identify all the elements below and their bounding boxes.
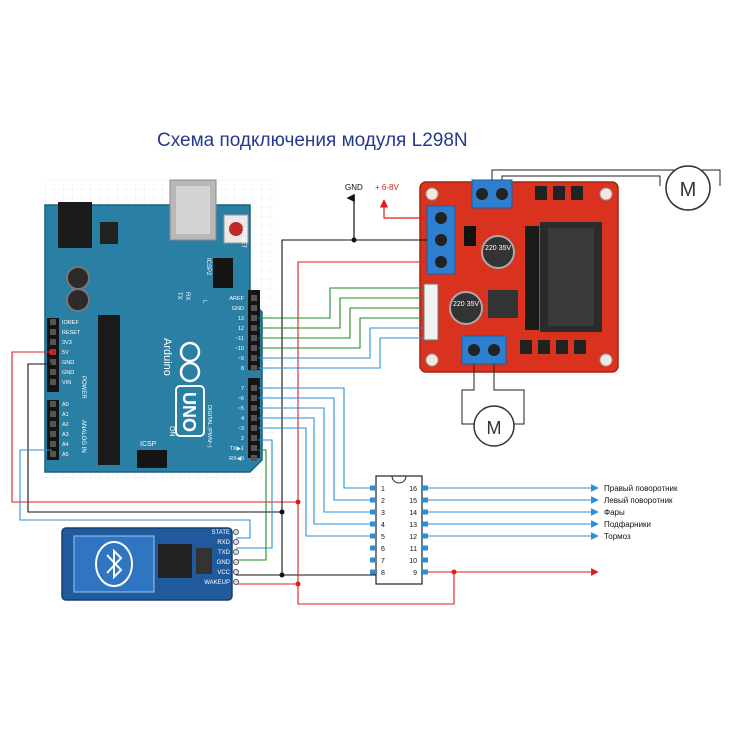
bt-pin-label: WAKEUP [204, 580, 230, 586]
cap1-label: 220 35V [485, 245, 511, 252]
bluetooth-module: STATE RXD TXD GND VCC WAKEUP [61, 527, 239, 601]
digital-label: DIGITAL (PWM~) [206, 405, 212, 448]
reset-label: RESET [240, 228, 246, 248]
on-label: ON [168, 426, 175, 437]
reset-button-icon [229, 222, 243, 236]
power-pin-label: IOREF [62, 320, 79, 326]
motor-b-label: M [487, 418, 502, 438]
chip-pin-label: 5 [381, 534, 385, 541]
analog-pin-label: A0 [62, 402, 69, 408]
digital-pin-label: GND [232, 306, 244, 312]
chip-pin-label: 12 [409, 534, 417, 541]
power-jack [58, 202, 92, 248]
digital-pin-label: ~3 [238, 426, 244, 432]
digital-pin-label: 7 [241, 386, 244, 392]
power-pin-label: 5V [62, 350, 69, 356]
bt-pin-label: RXD [217, 540, 230, 546]
l-label: L [201, 300, 207, 304]
power-pin-label: RESET [62, 330, 81, 336]
chip-pin-label: 2 [381, 498, 385, 505]
digital-pin-label: AREF [229, 296, 244, 302]
digital-pin-label: 2 [241, 436, 244, 442]
output-label: Подфарники [604, 520, 651, 529]
output-label: Тормоз [604, 532, 631, 541]
digital-pin-label: 4 [241, 416, 244, 422]
digital-pin-label: RX◀0 [229, 456, 244, 462]
output-label: Правый поворотник [604, 484, 678, 493]
bluetooth-icon [95, 541, 133, 587]
l298n-module: 220 35V 220 35V [419, 179, 619, 373]
cap2-label: 220 35V [453, 301, 479, 308]
atmega-chip [98, 315, 120, 465]
digital-pin-label: ~5 [238, 406, 244, 412]
chip-pin-label: 3 [381, 510, 385, 517]
icsp-label: ICSP [140, 441, 157, 448]
bt-pin-label: GND [217, 560, 231, 566]
chip-pin-label: 14 [409, 510, 417, 517]
chip-pin-label: 7 [381, 558, 385, 565]
arduino-model: UNO [179, 392, 199, 432]
digital-pin-label: TX▶1 [230, 446, 244, 452]
chip-pin-label: 8 [381, 570, 385, 577]
chip-pin-label: 10 [409, 558, 417, 565]
output-label: Фары [604, 508, 625, 517]
power-pin-label: GND [62, 360, 74, 366]
bt-pin-label: STATE [212, 530, 230, 536]
chip-pin-label: 11 [410, 546, 417, 553]
arduino-board: Arduino UNO ON ICSP ICSP2 RESET TX RX L … [44, 179, 263, 473]
power-pin-label: GND [62, 370, 74, 376]
control-header [423, 283, 439, 341]
tx-label: TX [176, 292, 182, 300]
bt-pin-label: VCC [217, 570, 230, 576]
analog-label: ANALOG IN [80, 420, 86, 453]
chip-pin-label: 1 [381, 486, 385, 493]
power-header-label: POWER [80, 376, 86, 399]
vin-label: + 6-8V [375, 183, 399, 192]
digital-pin-label: ~6 [238, 396, 244, 402]
chip-pin-label: 6 [381, 546, 385, 553]
chip-pin-label: 13 [409, 522, 417, 529]
power-pin-label: 3V3 [62, 340, 72, 346]
wires [11, 237, 599, 605]
gnd-label: GND [345, 183, 363, 192]
capacitor-icon [66, 266, 90, 290]
page-title: Схема подключения модуля L298N [157, 130, 468, 151]
power-pin-label: VIN [62, 380, 71, 386]
chip-pin-label: 16 [409, 486, 417, 493]
analog-pin-label: A3 [62, 432, 69, 438]
regulator [488, 290, 518, 318]
digital-pin-label: 13 [238, 316, 244, 322]
analog-pin-label: A2 [62, 422, 69, 428]
chip-pin-label: 15 [409, 498, 417, 505]
digital-pin-label: 12 [238, 326, 244, 332]
motor-b-icon: M [461, 364, 525, 447]
digital-pin-label: ~10 [235, 346, 244, 352]
chip-pin-label: 4 [381, 522, 385, 529]
icsp2-label: ICSP2 [205, 258, 211, 276]
arduino-brand: Arduino [161, 338, 173, 376]
chip-pin-label: 9 [413, 570, 417, 577]
bt-pin-label: TXD [218, 550, 231, 556]
vin-arrow [379, 199, 427, 219]
digital-pin-label: 8 [241, 366, 244, 372]
capacitor-icon [481, 235, 515, 269]
analog-pin-label: A1 [62, 412, 69, 418]
digital-pin-label: ~11 [235, 336, 244, 342]
motor-a-icon: M [491, 165, 721, 211]
digital-pin-label: ~9 [238, 356, 244, 362]
output-label: Левый поворотник [604, 496, 673, 505]
analog-pin-label: A4 [62, 442, 69, 448]
motor-a-label: M [680, 179, 697, 201]
analog-pin-label: A5 [62, 452, 69, 458]
rx-label: RX [184, 292, 190, 300]
